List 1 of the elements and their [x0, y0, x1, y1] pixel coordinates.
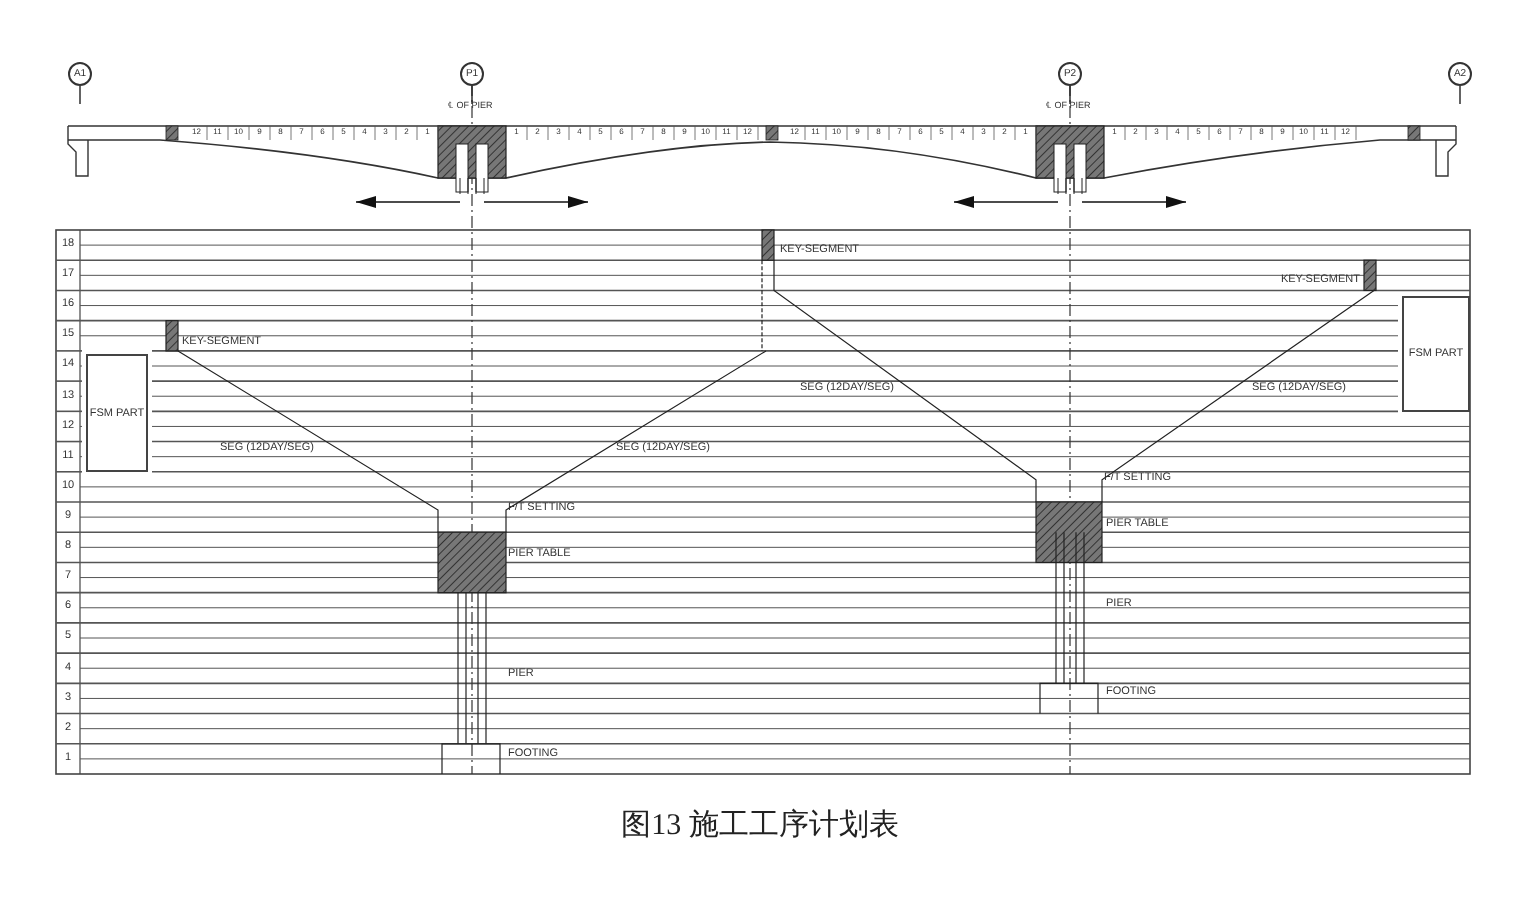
figure-caption: 图13 施工工序计划表	[619, 812, 901, 842]
